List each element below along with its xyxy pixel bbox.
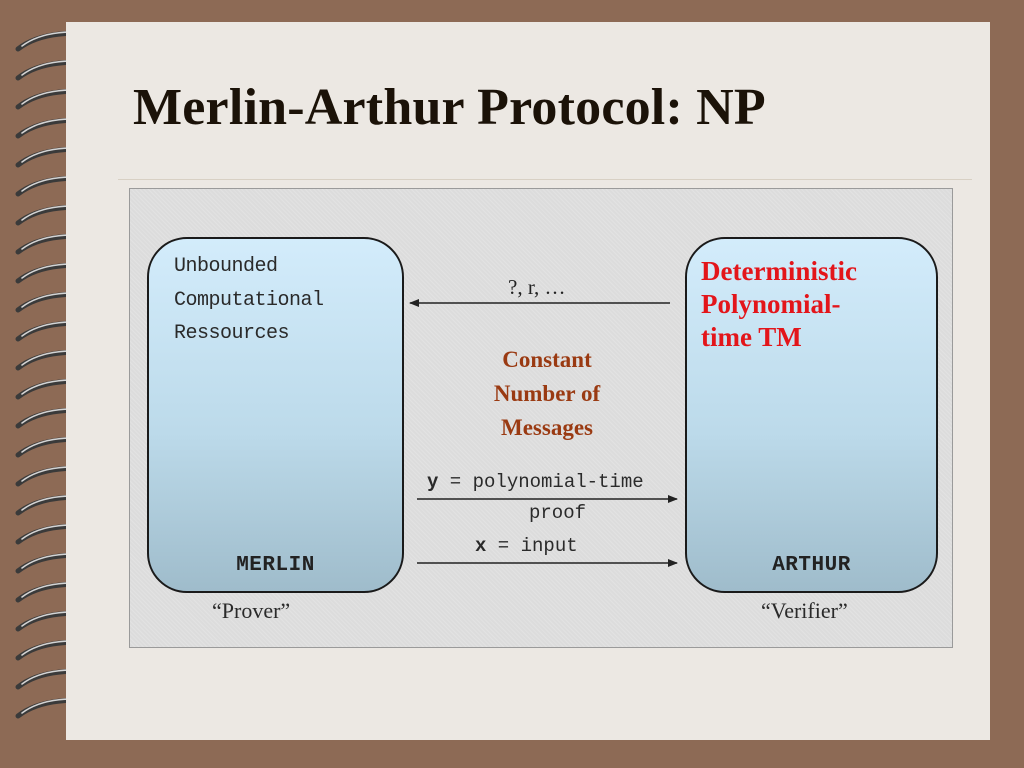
y-variable: y	[427, 471, 439, 493]
merlin-resources-line: Ressources	[174, 322, 290, 345]
message-arrows	[409, 299, 678, 567]
arthur-description-line: Deterministic	[701, 256, 857, 286]
verifier-label: “Verifier”	[761, 598, 848, 623]
arthur-description-line: time TM	[701, 322, 802, 352]
proof-word: proof	[529, 502, 587, 524]
constant-messages-label: Constant Number of Messages	[460, 343, 634, 445]
merlin-resources-line: Computational	[174, 289, 324, 312]
input-message-label: x = input	[475, 535, 578, 557]
slide-title: Merlin-Arthur Protocol: NP	[133, 79, 766, 136]
x-variable: x	[475, 535, 487, 557]
arthur-description: Deterministic Polynomial- time TM	[701, 255, 931, 354]
protocol-diagram: Unbounded Computational Ressources MERLI…	[129, 188, 953, 648]
merlin-resources-line: Unbounded	[174, 255, 278, 278]
question-message-label: ?, r, …	[508, 275, 566, 299]
title-divider	[118, 179, 972, 180]
proof-message-label: y = polynomial-time	[427, 471, 644, 493]
input-message-text: = input	[486, 535, 578, 557]
prover-label: “Prover”	[212, 598, 291, 623]
merlin-box: Unbounded Computational Ressources MERLI…	[147, 237, 404, 593]
proof-message-text: = polynomial-time	[438, 471, 644, 493]
merlin-name: MERLIN	[236, 554, 315, 577]
arthur-name: ARTHUR	[772, 554, 851, 577]
constant-messages-line: Number of	[493, 381, 601, 406]
arthur-description-line: Polynomial-	[701, 289, 841, 319]
constant-messages-line: Messages	[501, 415, 593, 440]
arthur-box: Deterministic Polynomial- time TM ARTHUR	[685, 237, 938, 593]
constant-messages-line: Constant	[502, 347, 592, 372]
